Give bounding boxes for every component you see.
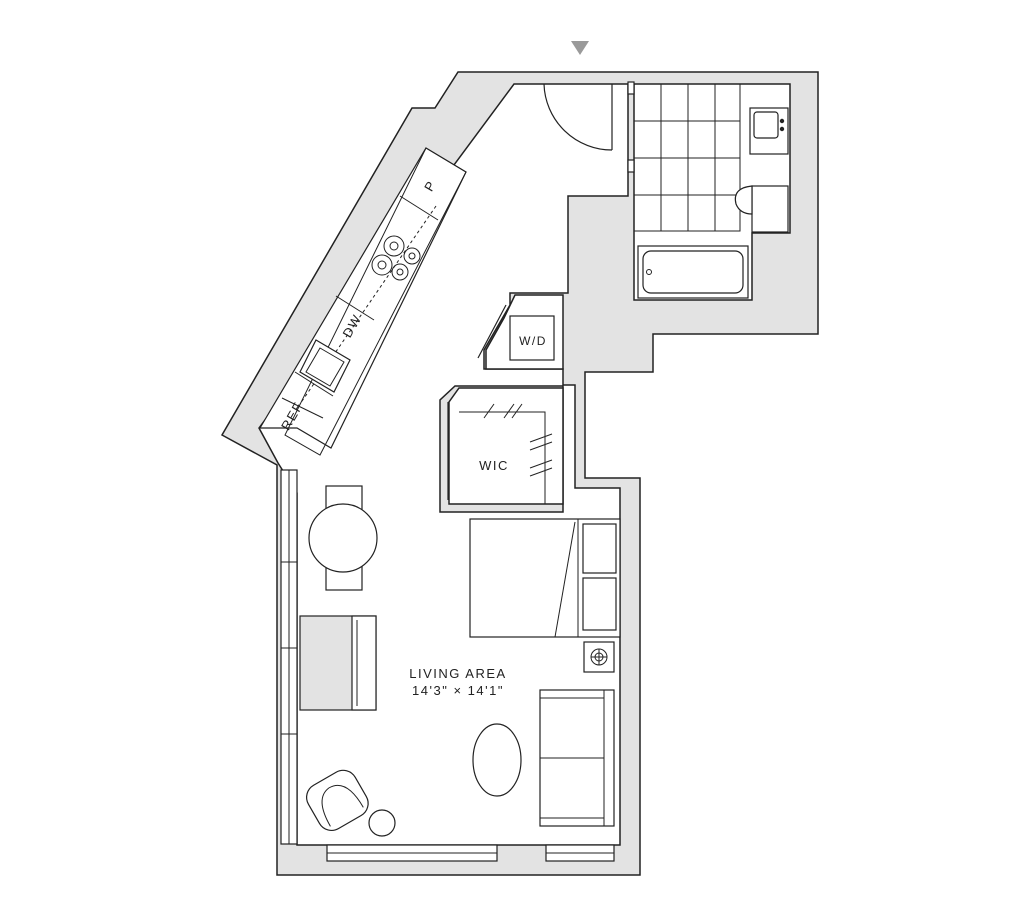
kitchen-dividers — [281, 195, 439, 419]
entry-marker-icon — [571, 41, 589, 55]
armchair — [306, 769, 369, 831]
washer-dryer — [509, 315, 555, 361]
pillow — [582, 577, 617, 631]
cooktop — [371, 235, 421, 281]
south-window — [326, 844, 615, 862]
tub-drain-icon — [646, 269, 652, 275]
pillow — [582, 523, 617, 574]
bed-fold — [554, 521, 576, 638]
kitchen-sink-basin — [305, 347, 345, 387]
wic-closet — [448, 387, 564, 505]
wd-label: W/D — [519, 334, 547, 348]
door-jamb — [627, 81, 635, 95]
wic-hanger-marks — [483, 403, 553, 477]
bathroom-tiles — [633, 83, 741, 232]
faucet-icon — [779, 118, 785, 124]
living-area-dimensions: 14'3" × 14'1" — [412, 683, 504, 698]
dining-table — [308, 503, 378, 573]
toilet-tank — [751, 185, 789, 233]
faucet-icon — [779, 126, 785, 132]
side-table — [368, 809, 396, 837]
nightstand — [583, 641, 615, 673]
west-window — [280, 469, 298, 845]
kitchen-sink — [299, 339, 351, 393]
coffee-table — [472, 723, 522, 797]
bathtub-inner — [642, 250, 744, 294]
entry-door — [543, 83, 613, 151]
wic-shelving — [459, 411, 546, 504]
wic-label: WIC — [479, 458, 509, 473]
living-area-label: LIVING AREA — [409, 666, 506, 681]
desk-front — [351, 615, 377, 711]
bathroom-sink — [753, 111, 779, 139]
kitchen-counter-band — [284, 147, 467, 456]
toilet-bowl — [734, 185, 753, 215]
wd-door — [477, 304, 507, 359]
door-jamb — [627, 159, 635, 173]
